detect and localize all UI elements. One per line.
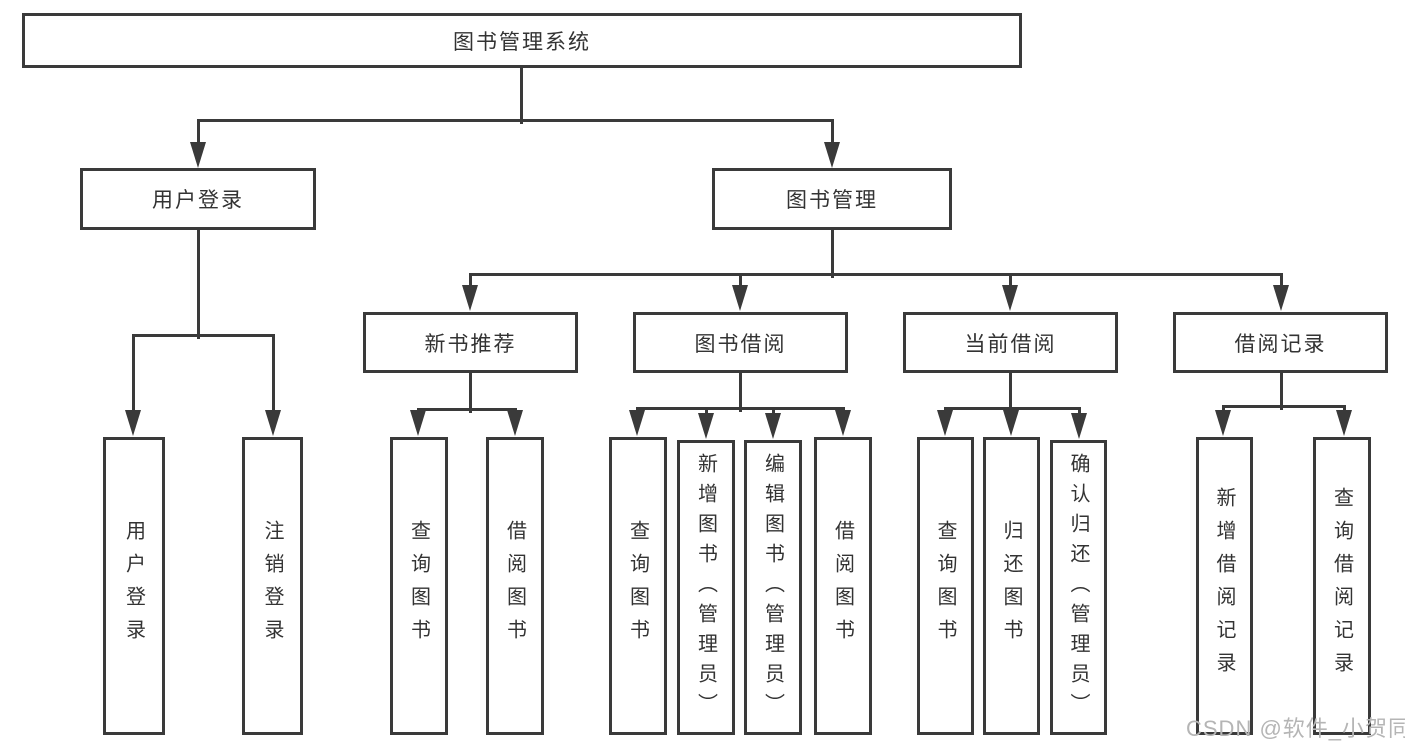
node-borrowing-records: 借阅记录 <box>1173 312 1388 373</box>
arrowhead-icon <box>629 410 645 436</box>
node-label: 新增借阅记录 <box>1213 487 1235 685</box>
arrowhead-icon <box>190 142 206 168</box>
connector-line <box>1221 404 1346 408</box>
node-current-borrowing: 当前借阅 <box>903 312 1118 373</box>
arrowhead-icon <box>698 413 714 439</box>
node-leaf-user-login: 用户登录 <box>103 437 165 735</box>
node-leaf-edit-books-admin: 编辑图书（管理员） <box>744 440 802 735</box>
arrowhead-icon <box>835 410 851 436</box>
node-leaf-query-borrow-record: 查询借阅记录 <box>1313 437 1371 735</box>
node-root: 图书管理系统 <box>22 13 1022 68</box>
arrowhead-icon <box>1071 413 1087 439</box>
node-label: 查询图书 <box>626 520 649 652</box>
node-leaf-borrow-books-1: 借阅图书 <box>486 437 544 735</box>
node-label: 查询借阅记录 <box>1330 487 1353 685</box>
node-leaf-query-books-3: 查询图书 <box>917 437 974 735</box>
node-leaf-logout: 注销登录 <box>242 437 303 735</box>
node-label: 注销登录 <box>261 520 283 652</box>
node-book-management: 图书管理 <box>712 168 952 230</box>
node-user-login: 用户登录 <box>80 168 316 230</box>
connector-line <box>468 272 1283 276</box>
arrowhead-icon <box>1215 410 1231 436</box>
node-label: 借阅图书 <box>503 520 526 652</box>
node-leaf-confirm-return-admin: 确认归还（管理员） <box>1050 440 1107 735</box>
arrowhead-icon <box>1336 410 1352 436</box>
node-label: 新书推荐 <box>424 332 517 356</box>
node-label: 图书借阅 <box>694 332 787 356</box>
node-label: 借阅记录 <box>1234 332 1327 356</box>
node-label: 新增图书（管理员） <box>694 452 717 723</box>
connector-line <box>196 118 200 148</box>
node-label: 归还图书 <box>1000 520 1022 652</box>
node-label: 图书管理系统 <box>453 30 591 54</box>
arrowhead-icon <box>1003 410 1019 436</box>
node-label: 编辑图书（管理员） <box>761 452 784 723</box>
connector-line <box>131 333 275 337</box>
arrowhead-icon <box>265 410 281 436</box>
connector-line <box>738 272 742 291</box>
connector-line <box>196 228 200 339</box>
connector-line <box>1008 272 1012 291</box>
node-label: 确认归还（管理员） <box>1067 452 1089 723</box>
node-leaf-return-books: 归还图书 <box>983 437 1040 735</box>
arrowhead-icon <box>732 285 748 311</box>
node-label: 查询图书 <box>407 520 430 652</box>
arrowhead-icon <box>1273 285 1289 311</box>
connector-line <box>704 406 708 419</box>
arrowhead-icon <box>125 410 141 436</box>
connector-line <box>271 333 275 416</box>
connector-line <box>131 333 135 416</box>
connector-line <box>1008 371 1012 412</box>
arrowhead-icon <box>507 410 523 436</box>
connector-line <box>830 228 834 278</box>
node-book-borrowing: 图书借阅 <box>633 312 848 373</box>
node-label: 用户登录 <box>122 520 145 652</box>
connector-line <box>738 371 742 412</box>
connector-line <box>519 66 523 124</box>
connector-line <box>1077 406 1081 419</box>
node-label: 当前借阅 <box>964 332 1057 356</box>
node-new-book-recommend: 新书推荐 <box>363 312 578 373</box>
connector-line <box>771 406 775 419</box>
connector-line <box>830 118 834 148</box>
arrowhead-icon <box>765 413 781 439</box>
node-label: 用户登录 <box>152 189 244 212</box>
arrowhead-icon <box>1002 285 1018 311</box>
connector-line <box>468 371 472 413</box>
arrowhead-icon <box>824 142 840 168</box>
node-leaf-query-books-1: 查询图书 <box>390 437 448 735</box>
arrowhead-icon <box>937 410 953 436</box>
node-leaf-borrow-books-2: 借阅图书 <box>814 437 872 735</box>
node-label: 借阅图书 <box>831 520 854 652</box>
watermark: CSDN @软件_小贺同学 <box>1186 716 1405 741</box>
node-label: 图书管理 <box>786 189 878 212</box>
connector-line <box>1279 272 1283 291</box>
arrowhead-icon <box>410 410 426 436</box>
node-leaf-add-books-admin: 新增图书（管理员） <box>677 440 735 735</box>
connector-line <box>1279 371 1283 410</box>
node-leaf-add-borrow-record: 新增借阅记录 <box>1196 437 1253 735</box>
connector-line <box>635 406 845 410</box>
node-label: 查询图书 <box>934 520 956 652</box>
arrowhead-icon <box>462 285 478 311</box>
connector-line <box>416 407 517 411</box>
node-leaf-query-books-2: 查询图书 <box>609 437 667 735</box>
connector-line <box>196 118 834 122</box>
connector-line <box>468 272 472 291</box>
